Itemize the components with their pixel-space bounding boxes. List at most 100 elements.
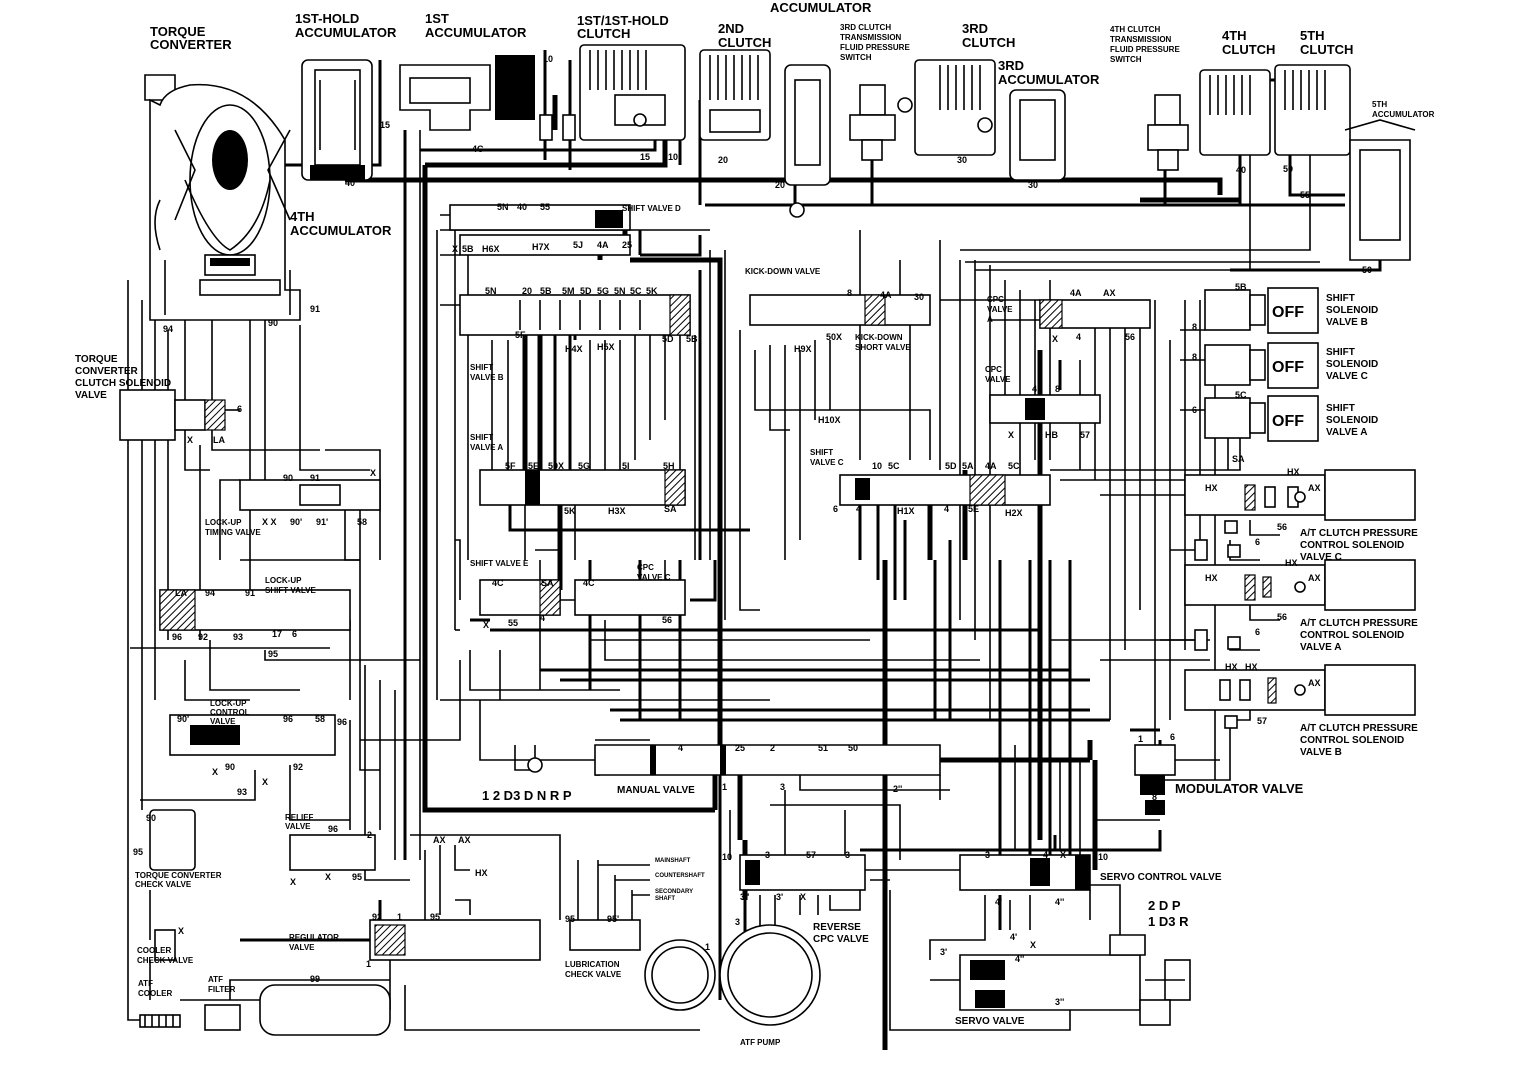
port-label: AX [1308,573,1321,583]
cooler-check-valve-label-2: CHECK VALVE [137,956,194,965]
torque-converter-clutch-solenoid [119,389,240,441]
port-label: 95' [607,914,619,924]
fluid-lines-thin [127,130,1320,1031]
shift-valve-d-label: SHIFT VALVE D [622,204,681,213]
tc-check-valve-label-2: CHECK VALVE [135,880,192,889]
first-hold-clutch [579,44,686,141]
port-label: 8 [1192,352,1197,362]
port-label: 15 [640,152,650,162]
port-label: 57 [806,850,816,860]
at-clutch-c-label-2: CONTROL SOLENOID [1300,540,1404,551]
port-label: 5B [1235,282,1247,292]
second-accumulator [784,64,831,218]
port-label: 90 [146,813,156,823]
port-label: 91 [245,588,255,598]
port-label: 57 [1080,430,1090,440]
lockup-shift-label-2: SHIFT VALVE [265,586,316,595]
port-label: 95 [133,847,143,857]
fourth-switch-label-4: SWITCH [1110,55,1142,64]
fifth-clutch-label-1: 5TH [1300,28,1325,43]
port-label: X [187,435,193,445]
port-label: HX [1245,662,1258,672]
port-label: 10 [668,152,678,162]
cpc-valve-a-label-3: A [987,315,993,324]
port-label: 4'' [1055,897,1064,907]
shift-valve-c [839,474,1051,506]
atf-cooler-label-1: ATF [138,979,153,988]
port-label: 5G [597,286,609,296]
port-label: 57 [1257,716,1267,726]
regulator-valve [369,899,541,961]
third-accumulator-label-2: ACCUMULATOR [998,72,1100,87]
kick-down-valve [749,294,931,326]
relief-valve-label-1: RELIEF [285,813,314,822]
regulator-valve-label-1: REGULATOR [289,933,339,942]
atf-strainer [259,984,391,1036]
port-label: 4A [1070,288,1082,298]
at-clutch-solenoid-b [1184,664,1416,716]
port-label: SA [664,504,677,514]
fifth-accumulator-label-1: 5TH [1372,100,1387,109]
shift-valve-b-label-2: VALVE B [470,373,504,382]
port-label: X [370,468,376,478]
port-label: 90 [283,473,293,483]
fourth-clutch [1199,69,1271,156]
port-label: X [262,777,268,787]
port-label: SA [1232,454,1245,464]
port-label: 20 [522,286,532,296]
port-label: 4A [880,290,892,300]
regulator-valve-label-2: VALVE [289,943,315,952]
port-label: 30 [914,292,924,302]
second-clutch-label-2: CLUTCH [718,35,771,50]
cpc-valve-b-label-1: CPC [985,365,1002,374]
port-label: H9X [794,344,812,354]
port-label: 20 [775,180,785,190]
cpc-valve-c-label-1: CPC [637,563,654,572]
shift-valve-e-label: SHIFT VALVE E [470,559,529,568]
reverse-cpc-label-2: CPC VALVE [813,934,869,945]
port-label: X [1060,850,1066,860]
servo-positions-top: 2 D P [1148,898,1181,913]
port-label: 5E [968,504,979,514]
fifth-accumulator-label-2: ACCUMULATOR [1372,110,1435,119]
port-label: 8 [847,288,852,298]
port-label: 3' [940,947,947,957]
third-clutch-pressure-switch [849,84,896,161]
shift-solenoid-c-label-3: VALVE C [1326,371,1368,382]
port-label: 5I [622,461,630,471]
at-clutch-b-label-3: VALVE B [1300,747,1342,758]
at-clutch-b-label-2: CONTROL SOLENOID [1300,735,1404,746]
third-clutch-label-1: 3RD [962,21,988,36]
port-label: 96 [283,714,293,724]
shift-solenoid-b-label-3: VALVE B [1326,317,1368,328]
port-label: 4 [1032,384,1037,394]
fluid-lines-medium [240,50,1382,1000]
port-label: X [452,244,458,254]
selector-positions-label: 1 2 D3 D N R P [482,788,572,803]
port-label: 5C [630,286,642,296]
at-clutch-a-label-2: CONTROL SOLENOID [1300,630,1404,641]
third-clutch-label-2: CLUTCH [962,35,1015,50]
lubrication-check-valve [569,919,641,951]
port-label: 5B [686,334,698,344]
at-clutch-c-label-1: A/T CLUTCH PRESSURE [1300,528,1418,539]
port-label: X [483,620,489,630]
servo-valve [959,934,1191,1026]
port-label: 3 [985,850,990,860]
port-label: 17 [272,629,282,639]
port-label: X X [262,517,277,527]
reverse-cpc-valve [739,854,866,891]
port-label: 50 [1362,265,1372,275]
at-clutch-solenoid-a [1184,559,1416,611]
third-switch-label-1: 3RD CLUTCH [840,23,891,32]
port-label: 25 [735,743,745,753]
port-label: 4' [995,897,1002,907]
port-label: HX [1225,662,1238,672]
atf-pump [644,924,821,1026]
port-label: 50 [1283,164,1293,174]
port-label: 4'' [1015,954,1024,964]
port-label: 1 [722,782,727,792]
tcc-label-1: TORQUE [75,354,118,365]
first-accumulator-label-1: 1ST [425,11,449,26]
tcc-label-2: CONVERTER [75,366,139,377]
